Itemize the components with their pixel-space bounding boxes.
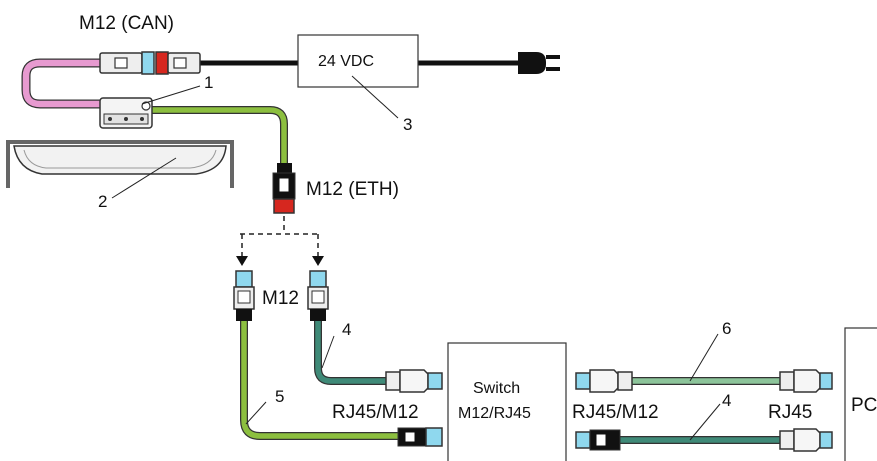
rj45-m12-label-right: RJ45/M12: [572, 402, 659, 423]
arrowhead-left: [236, 256, 248, 266]
switch-label-line2: M12/RJ45: [458, 405, 531, 422]
m12-eth-label: M12 (ETH): [306, 179, 399, 200]
m12-label: M12: [262, 288, 299, 309]
rj45-plug-lower-right: [779, 428, 833, 452]
can-eth-module: [99, 97, 153, 129]
pc-box: PC: [844, 327, 877, 461]
power-supply-label: 24 VDC: [318, 53, 374, 70]
switch-label-line1: Switch: [473, 380, 520, 397]
callout-5: 5: [275, 387, 284, 406]
callout-6: 6: [722, 319, 731, 338]
split-arrows: [240, 216, 320, 258]
callout-4-upper: 4: [342, 320, 351, 339]
m12-connector-lower-right: [575, 429, 621, 451]
rj45-m12-label-left: RJ45/M12: [332, 402, 419, 423]
callout-1: 1: [204, 73, 213, 92]
lamp-fixture: [6, 140, 234, 188]
m12-eth-connector: [272, 163, 296, 214]
callout-3: 3: [403, 115, 412, 134]
green-eth-cable: [150, 106, 288, 165]
m12-connector-left: [233, 270, 255, 321]
m12-can-connector-pair: [99, 51, 201, 75]
switch-box: Switch M12/RJ45: [447, 342, 567, 461]
rj45-plug-cable6-left: [575, 369, 633, 393]
rj45-label: RJ45: [768, 402, 812, 423]
power-supply-box: 24 VDC: [297, 34, 419, 88]
callout-2: 2: [98, 192, 107, 211]
arrowhead-right: [312, 256, 324, 266]
rj45-m12-connector-lower: [397, 427, 443, 447]
green-cable-5: [240, 320, 400, 440]
teal-cable-4: [314, 320, 388, 385]
power-plug-icon: [518, 52, 560, 74]
pink-can-cable: [21, 58, 109, 109]
rj45-plug-switch-upper: [385, 369, 443, 393]
callout-4-lower: 4: [722, 391, 731, 410]
rj45-plug-cable6-right: [779, 369, 833, 393]
m12-connector-right: [307, 270, 329, 321]
pc-label: PC: [851, 395, 877, 416]
m12-can-label: M12 (CAN): [79, 13, 174, 34]
callout-leaders: [111, 75, 721, 441]
